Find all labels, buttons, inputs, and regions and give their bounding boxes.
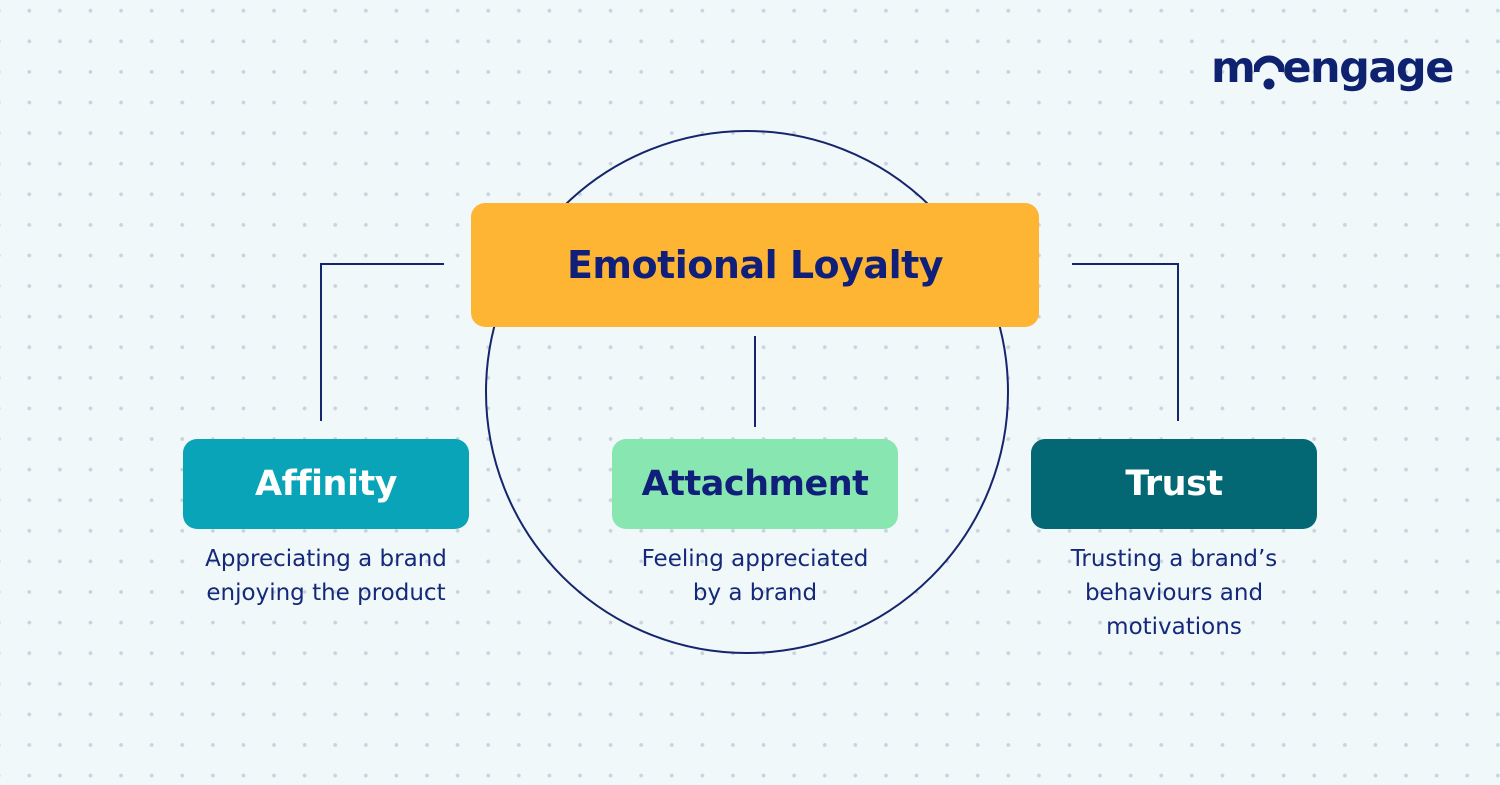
attachment-box: Attachment — [612, 439, 898, 529]
logo-text-start: m — [1211, 43, 1256, 93]
logo-o-mark: o — [1254, 40, 1285, 96]
logo-text-end: engage — [1282, 43, 1454, 93]
attachment-label: Attachment — [641, 464, 869, 504]
connector-affinity — [320, 263, 444, 421]
background-circle — [485, 130, 1009, 654]
logo-o-icon — [1254, 55, 1285, 90]
affinity-description: Appreciating a brand enjoying the produc… — [205, 546, 447, 606]
affinity-label: Affinity — [255, 464, 398, 504]
attachment-description: Feeling appreciated by a brand — [641, 546, 869, 606]
emotional-loyalty-label: Emotional Loyalty — [566, 243, 944, 287]
moengage-logo: moengage — [1211, 40, 1454, 96]
affinity-box: Affinity — [183, 439, 469, 529]
connector-trust — [1072, 263, 1179, 421]
trust-box: Trust — [1031, 439, 1317, 529]
trust-label: Trust — [1125, 464, 1223, 504]
trust-description: Trusting a brand’s behaviours and motiva… — [1070, 546, 1278, 640]
emotional-loyalty-box: Emotional Loyalty — [471, 203, 1039, 327]
